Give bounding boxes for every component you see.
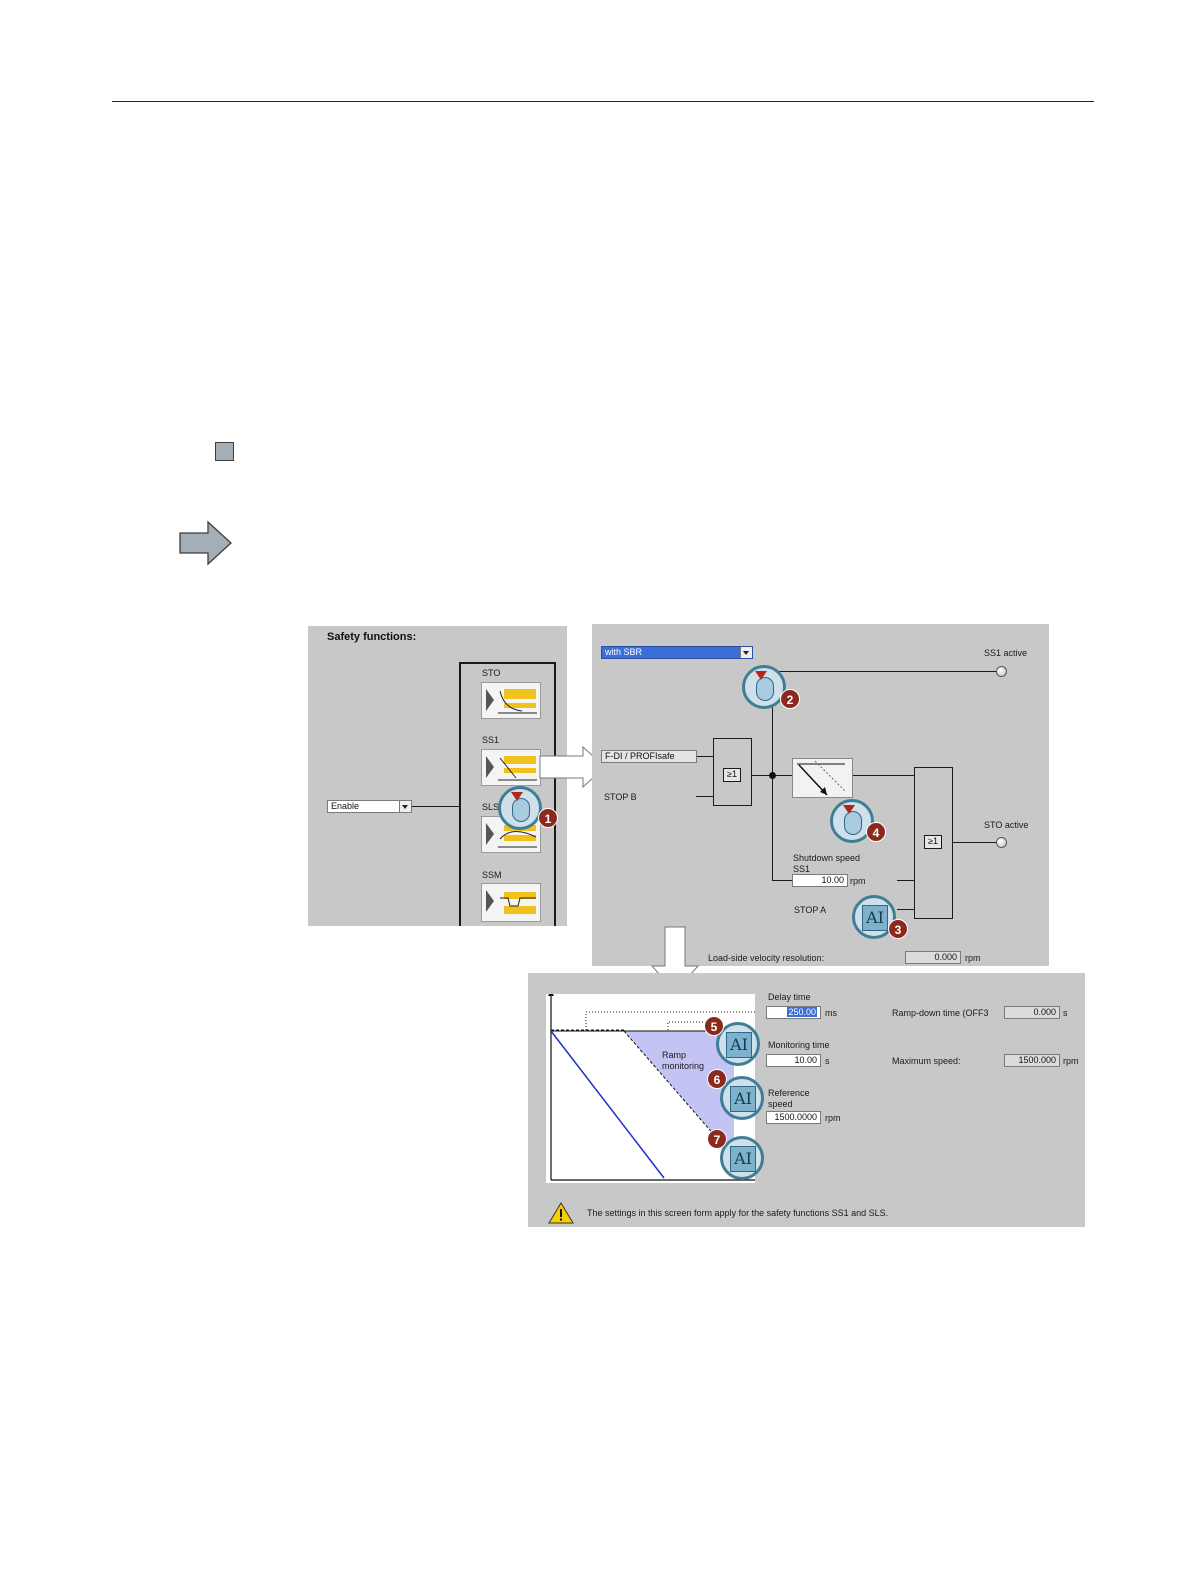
ss1-function-button[interactable]	[481, 749, 541, 786]
callout-3: AI	[852, 895, 896, 939]
text-input-icon: AI	[730, 1086, 756, 1112]
shutdown-speed-unit: rpm	[850, 876, 866, 886]
callout-5: AI	[716, 1022, 760, 1066]
or-gate-2	[914, 767, 953, 919]
function-list-frame	[459, 662, 556, 926]
ss1-active-label: SS1 active	[984, 648, 1028, 658]
max-speed-label: Maximum speed:	[892, 1056, 961, 1066]
monitoring-time-input[interactable]: 10.00	[766, 1054, 821, 1067]
function-label-ss1: SS1	[482, 735, 500, 745]
delay-time-label: Delay time	[768, 992, 811, 1002]
callout-badge-2: 2	[780, 689, 800, 709]
rampdown-time-unit: s	[1063, 1008, 1068, 1018]
or-gate-2-symbol: ≥1	[924, 835, 942, 849]
mouse-click-icon	[843, 805, 862, 835]
ss1-active-line	[753, 671, 999, 672]
chevron-down-icon[interactable]	[399, 801, 411, 812]
text-input-icon: AI	[730, 1146, 756, 1172]
rampdown-time-label: Ramp-down time (OFF3	[892, 1008, 989, 1018]
reference-speed-label: Reference speed	[768, 1088, 810, 1109]
max-speed-unit: rpm	[1063, 1056, 1079, 1066]
callout-badge-1: 1	[538, 808, 558, 828]
stop-b-label: STOP B	[604, 792, 637, 802]
enable-dropdown[interactable]: Enable	[327, 800, 412, 813]
ramp-block-button[interactable]	[792, 758, 853, 798]
fdi-input-field[interactable]: F-DI / PROFIsafe	[601, 750, 697, 763]
or-gate-1-symbol: ≥1	[723, 768, 741, 782]
warning-icon	[548, 1202, 574, 1224]
shutdown-speed-input[interactable]: 10.00	[792, 874, 848, 887]
monitoring-time-unit: s	[825, 1056, 830, 1066]
text-input-icon: AI	[862, 905, 888, 931]
connector-line	[412, 806, 459, 807]
load-velocity-unit: rpm	[965, 953, 981, 963]
panel-title: Safety functions:	[327, 631, 417, 643]
ramp-config-panel: Ramp monitoring Delay time 250.00 ms Mon…	[528, 973, 1085, 1227]
mouse-click-icon	[511, 792, 530, 822]
fdi-label: F-DI / PROFIsafe	[605, 751, 675, 761]
ss1-active-indicator	[996, 666, 1007, 677]
chevron-down-icon[interactable]	[740, 647, 752, 658]
callout-badge-6: 6	[707, 1069, 727, 1089]
or-gate-1	[713, 738, 752, 806]
connector-line	[953, 842, 999, 843]
shutdown-speed-label: Shutdown speed SS1	[793, 853, 861, 874]
connector-line	[897, 909, 914, 910]
delay-time-input[interactable]: 250.00	[766, 1006, 821, 1019]
checkbox-square-icon	[215, 442, 234, 461]
max-speed-field: 1500.000	[1004, 1054, 1060, 1067]
sto-active-label: STO active	[984, 820, 1029, 830]
callout-badge-4: 4	[866, 822, 886, 842]
reference-speed-unit: rpm	[825, 1113, 841, 1123]
function-label-ssm: SSM	[482, 870, 502, 880]
callout-badge-7: 7	[707, 1129, 727, 1149]
callout-4	[830, 799, 874, 843]
ssm-function-button[interactable]	[481, 883, 541, 922]
callout-badge-5: 5	[704, 1016, 724, 1036]
load-velocity-label: Load-side velocity resolution:	[708, 953, 825, 963]
load-velocity-field: 0.000	[905, 951, 961, 964]
right-arrow-icon	[179, 520, 232, 566]
ss1-config-panel: with SBR SS1 active F-DI / PROFIsafe STO…	[592, 624, 1049, 966]
connector-line	[696, 796, 713, 797]
stop-a-label: STOP A	[794, 905, 827, 915]
header-rule	[112, 101, 1094, 102]
enable-dropdown-value: Enable	[331, 801, 360, 811]
callout-6: AI	[720, 1076, 764, 1120]
callout-7: AI	[720, 1136, 764, 1180]
vertical-connector	[772, 684, 773, 880]
function-label-sls: SLS	[482, 802, 500, 812]
delay-time-value: 250.00	[787, 1007, 817, 1017]
delay-time-unit: ms	[825, 1008, 837, 1018]
connector-line	[772, 880, 792, 881]
function-label-sto: STO	[482, 668, 501, 678]
reference-speed-input[interactable]: 1500.0000	[766, 1111, 821, 1124]
safety-functions-panel: Safety functions: Enable STO SS1 SLS	[308, 626, 567, 926]
callout-2	[742, 665, 786, 709]
text-input-icon: AI	[726, 1032, 752, 1058]
sto-function-button[interactable]	[481, 682, 541, 719]
connector-line	[697, 756, 713, 757]
mode-dropdown[interactable]: with SBR	[601, 646, 753, 659]
mouse-click-icon	[755, 671, 774, 701]
monitoring-time-label: Monitoring time	[768, 1040, 830, 1050]
connector-line	[897, 880, 914, 881]
callout-badge-3: 3	[888, 919, 908, 939]
ramp-monitoring-label: Ramp monitoring	[662, 1050, 705, 1071]
rampdown-time-field: 0.000	[1004, 1006, 1060, 1019]
warning-text: The settings in this screen form apply f…	[587, 1208, 889, 1218]
mode-dropdown-value: with SBR	[605, 647, 643, 657]
callout-1	[498, 786, 542, 830]
junction-dot	[769, 772, 776, 779]
sto-active-indicator	[996, 837, 1007, 848]
connector-line	[853, 775, 914, 776]
